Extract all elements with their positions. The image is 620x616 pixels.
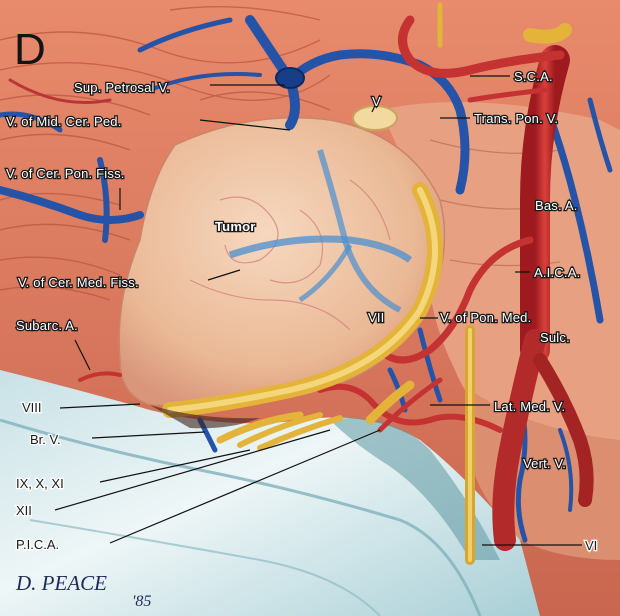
vertebral-artery bbox=[492, 329, 546, 551]
label-br-v: Br. V. bbox=[30, 432, 61, 447]
signature-year: '85 bbox=[132, 593, 151, 610]
label-vi: VI bbox=[585, 538, 597, 553]
label-xii: XII bbox=[16, 503, 32, 518]
label-v-pon-med-sulc-2: Sulc. bbox=[540, 330, 570, 345]
sca bbox=[398, 15, 565, 78]
trigeminal-nerve bbox=[352, 105, 398, 131]
panel-letter: D bbox=[14, 25, 46, 74]
label-tumor: Tumor bbox=[215, 219, 255, 234]
tumor-surface-vessels bbox=[189, 179, 391, 331]
label-vii: VII bbox=[368, 310, 385, 325]
label-v-pon-med-sulc-1: V. of Pon. Med. bbox=[440, 310, 531, 325]
label-cn-v: V bbox=[372, 94, 381, 109]
brainstem bbox=[380, 102, 620, 470]
label-aica: A.I.C.A. bbox=[534, 265, 580, 280]
artist-signature: D. PEACE bbox=[15, 571, 107, 595]
label-ix-x-xi: IX, X, XI bbox=[16, 476, 64, 491]
nerves bbox=[162, 2, 572, 565]
label-trans-pon-v: Trans. Pon. V. bbox=[474, 111, 558, 126]
label-v-mid-cer-ped: V. of Mid. Cer. Ped. bbox=[6, 114, 122, 129]
label-subarc-a: Subarc. A. bbox=[16, 318, 78, 333]
sup-petrosal-vein-ostium bbox=[275, 67, 305, 89]
label-pica: P.I.C.A. bbox=[16, 537, 59, 552]
aica bbox=[376, 236, 534, 364]
leader-lines bbox=[54, 75, 582, 546]
pica bbox=[317, 383, 503, 433]
label-bas-a: Bas. A. bbox=[535, 198, 578, 213]
basilar-artery bbox=[519, 45, 570, 365]
petrous-bone bbox=[0, 370, 540, 616]
label-viii: VIII bbox=[22, 400, 42, 415]
label-vert-v: Vert. V. bbox=[523, 456, 566, 471]
label-sca: S.C.A. bbox=[514, 69, 553, 84]
label-v-cer-med-fiss: V. of Cer. Med. Fiss. bbox=[18, 275, 139, 290]
label-sup-petrosal-v: Sup. Petrosal V. bbox=[74, 80, 170, 95]
bone-shadow bbox=[330, 418, 500, 560]
arteries bbox=[8, 15, 594, 551]
label-lat-med-v: Lat. Med. V. bbox=[494, 399, 565, 414]
label-v-cer-pon-fiss: V. of Cer. Pon. Fiss. bbox=[6, 166, 125, 181]
